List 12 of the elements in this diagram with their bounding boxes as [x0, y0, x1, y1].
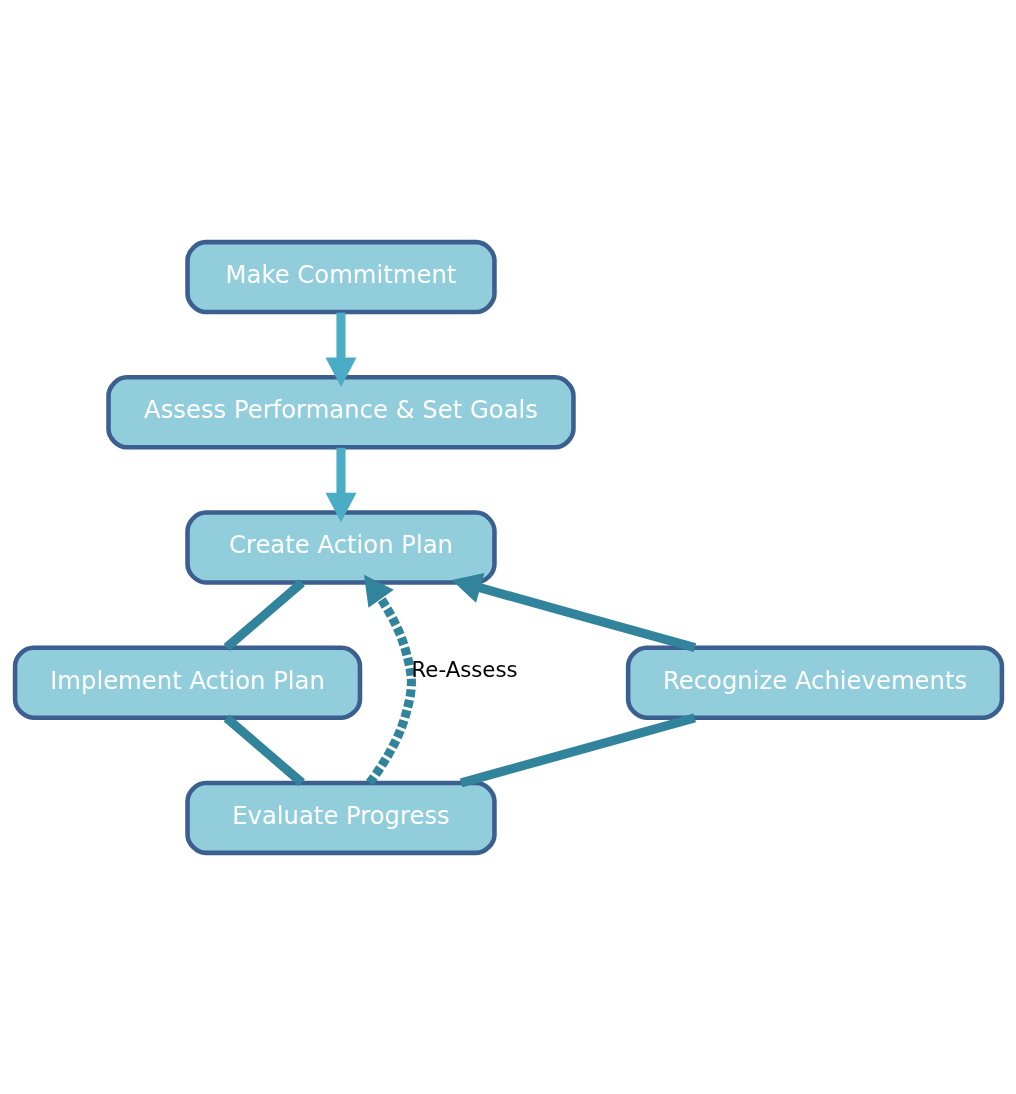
- node-box: Implement Action Plan: [12, 645, 362, 720]
- connector: [223, 714, 305, 786]
- arrow: [324, 447, 356, 522]
- node-box: Make Commitment: [184, 239, 497, 314]
- node-box: Create Action Plan: [184, 509, 497, 585]
- arrow: [324, 312, 356, 387]
- connector: [223, 578, 305, 651]
- node-box: Assess Performance & Set Goals: [105, 374, 576, 449]
- node-box: Evaluate Progress: [184, 780, 497, 855]
- node-box: Recognize Achievements: [625, 645, 1004, 720]
- edge-label: Re-Assess: [411, 656, 518, 682]
- arrow: [363, 574, 416, 785]
